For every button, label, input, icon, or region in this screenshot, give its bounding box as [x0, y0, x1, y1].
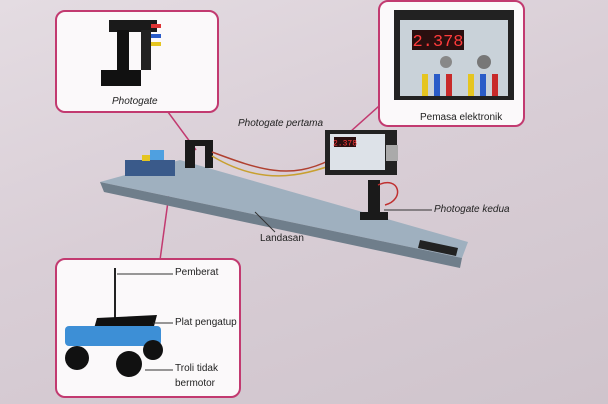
first-photogate: [125, 140, 213, 176]
trolley-image: [65, 268, 163, 377]
timer-on-bench: 2.378: [325, 130, 398, 175]
trolley-label-line1: Troli tidak: [175, 363, 218, 374]
timer-callout-label: Pemasa elektronik: [420, 112, 503, 123]
photogate-callout-label: Photogate: [112, 96, 158, 107]
timer-display: 2.378: [412, 33, 463, 52]
timer-image: 2.378: [394, 10, 514, 100]
photogate-second-label: Photogate kedua: [434, 204, 510, 215]
bench-timer-display: 2.378: [333, 140, 357, 149]
track: [100, 160, 468, 268]
trolley-label-line2: bermotor: [175, 378, 216, 389]
photogate-callout: Photogate: [55, 10, 219, 113]
timer-callout: 2.378 Pemasa elektronik: [378, 0, 525, 127]
weight-label: Pemberat: [175, 267, 219, 278]
photogate-first-label: Photogate pertama: [238, 118, 324, 129]
trolley-callout: Pemberat Plat pengatup Troli tidak bermo…: [55, 258, 241, 398]
flag-plate-label: Plat pengatup: [175, 317, 237, 328]
track-label: Landasan: [260, 233, 304, 244]
second-photogate: [360, 180, 399, 220]
photogate-image: [101, 20, 161, 86]
